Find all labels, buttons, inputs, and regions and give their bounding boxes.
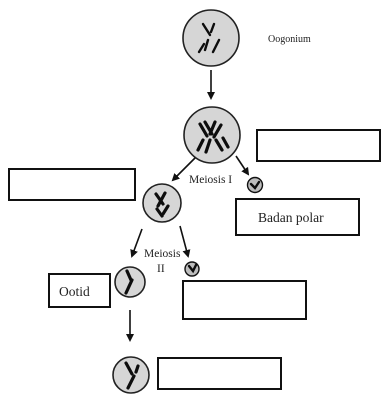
meiosis-2-numeral: II: [157, 263, 165, 275]
primary-oocyte-cell: [184, 107, 240, 163]
answer-box-second-polar-body[interactable]: [183, 281, 306, 319]
ootid-cell: [115, 267, 145, 297]
polar-body-label: Badan polar: [258, 210, 324, 225]
oogonium-label: Oogonium: [268, 34, 311, 45]
oogonium-cell: [183, 10, 239, 66]
second-polar-body: [185, 262, 199, 276]
meiosis-1-label: Meiosis I: [189, 174, 232, 186]
ovum-cell: [113, 357, 149, 393]
meiosis-2-label: Meiosis: [144, 248, 181, 260]
answer-box-primary-oocyte[interactable]: [257, 130, 380, 161]
answer-box-secondary-oocyte[interactable]: [9, 169, 135, 200]
first-polar-body: [248, 178, 263, 193]
arrow-secondary-to-second-polar-body: [180, 226, 188, 256]
secondary-oocyte-cell: [143, 184, 181, 222]
arrow-secondary-to-ootid: [132, 229, 142, 256]
ootid-label: Ootid: [59, 284, 90, 299]
answer-box-ovum[interactable]: [158, 358, 281, 389]
arrow-primary-to-polar-body: [236, 156, 248, 174]
